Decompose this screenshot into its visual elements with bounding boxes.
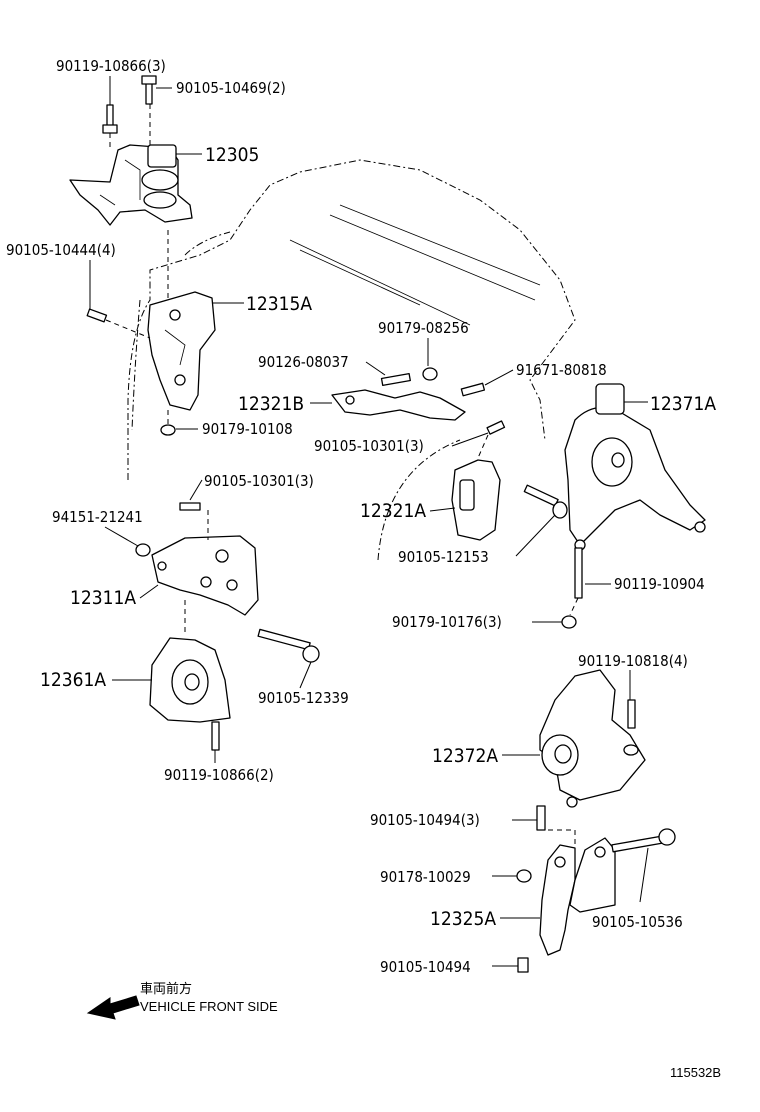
label-90179-10176-3: 90179-10176(3): [392, 613, 502, 631]
nut-90179-10108: [160, 424, 176, 436]
bolt-90105-10536: [611, 828, 676, 853]
bolt-90105-10494-3: [536, 805, 546, 831]
bracket-12321B: [331, 389, 466, 421]
label-90105-10536: 90105-10536: [592, 913, 683, 931]
label-90105-10444-4: 90105-10444(4): [6, 241, 116, 259]
mount-12372A: [539, 669, 646, 808]
label-90119-10866-2: 90119-10866(2): [164, 766, 274, 784]
nut-90179-10176: [561, 615, 577, 629]
nut-90178-10029: [516, 869, 532, 883]
bolt-90119-10904: [574, 547, 583, 599]
legend-english: VEHICLE FRONT SIDE: [140, 999, 278, 1014]
bolt-90105-10444: [86, 308, 108, 323]
stud-90126-08037: [380, 372, 411, 387]
bolt-90119-10866-bottom: [211, 721, 220, 751]
label-90178-10029: 90178-10029: [380, 868, 471, 886]
bolt-90105-12153: [523, 484, 568, 519]
bolt-90105-10494-single: [517, 957, 529, 973]
label-94151-21241: 94151-21241: [52, 508, 143, 526]
nut-90179-08256: [422, 367, 438, 381]
label-91671-80818: 91671-80818: [516, 361, 607, 379]
label-90105-12339: 90105-12339: [258, 689, 349, 707]
bracket-12321A: [451, 459, 501, 541]
label-12305: 12305: [205, 144, 259, 166]
label-90105-10301-3-left: 90105-10301(3): [204, 472, 314, 490]
bracket-12311A: [151, 535, 259, 616]
legend-japanese: 車両前方: [140, 981, 192, 996]
mount-12371A: [564, 383, 706, 551]
label-12315A: 12315A: [246, 293, 312, 315]
label-12311A: 12311A: [70, 587, 136, 609]
bolt-90105-12339: [257, 628, 320, 663]
label-90105-10494: 90105-10494: [380, 958, 471, 976]
mount-12361A: [149, 637, 231, 723]
label-12325A: 12325A: [430, 908, 496, 930]
leader-lines: [89, 76, 649, 967]
label-90179-08256: 90179-08256: [378, 319, 469, 337]
label-90119-10818-4: 90119-10818(4): [578, 652, 688, 670]
bolt-90119-10866-top: [102, 104, 118, 134]
vehicle-front-legend: 車両前方 VEHICLE FRONT SIDE: [86, 981, 278, 1020]
label-12321A: 12321A: [360, 500, 426, 522]
label-90179-10108: 90179-10108: [202, 420, 293, 438]
bolt-91671-80818: [460, 382, 486, 397]
label-90105-10301-3-right: 90105-10301(3): [314, 437, 424, 455]
mount-12305: [69, 144, 193, 226]
front-arrow-icon: [86, 995, 140, 1020]
nut-94151-21241: [135, 543, 151, 557]
label-90126-08037: 90126-08037: [258, 353, 349, 371]
label-12361A: 12361A: [40, 669, 106, 691]
bracket-12315A: [147, 291, 216, 411]
label-12372A: 12372A: [432, 745, 498, 767]
bolt-90105-10301-left: [179, 502, 201, 511]
label-90119-10866-3: 90119-10866(3): [56, 57, 166, 75]
bolt-90105-10301-right: [486, 420, 506, 435]
engine-outline: [127, 159, 576, 561]
label-90119-10904: 90119-10904: [614, 575, 705, 593]
label-90105-10494-3: 90105-10494(3): [370, 811, 480, 829]
bolt-90105-10469: [141, 75, 157, 105]
label-12371A: 12371A: [650, 393, 716, 415]
bolt-90119-10818: [623, 699, 639, 756]
label-90105-10469-2: 90105-10469(2): [176, 79, 286, 97]
label-90105-12153: 90105-12153: [398, 548, 489, 566]
label-12321B: 12321B: [238, 393, 304, 415]
reference-code: 115532B: [670, 1065, 721, 1080]
bracket-12325A: [539, 837, 616, 956]
